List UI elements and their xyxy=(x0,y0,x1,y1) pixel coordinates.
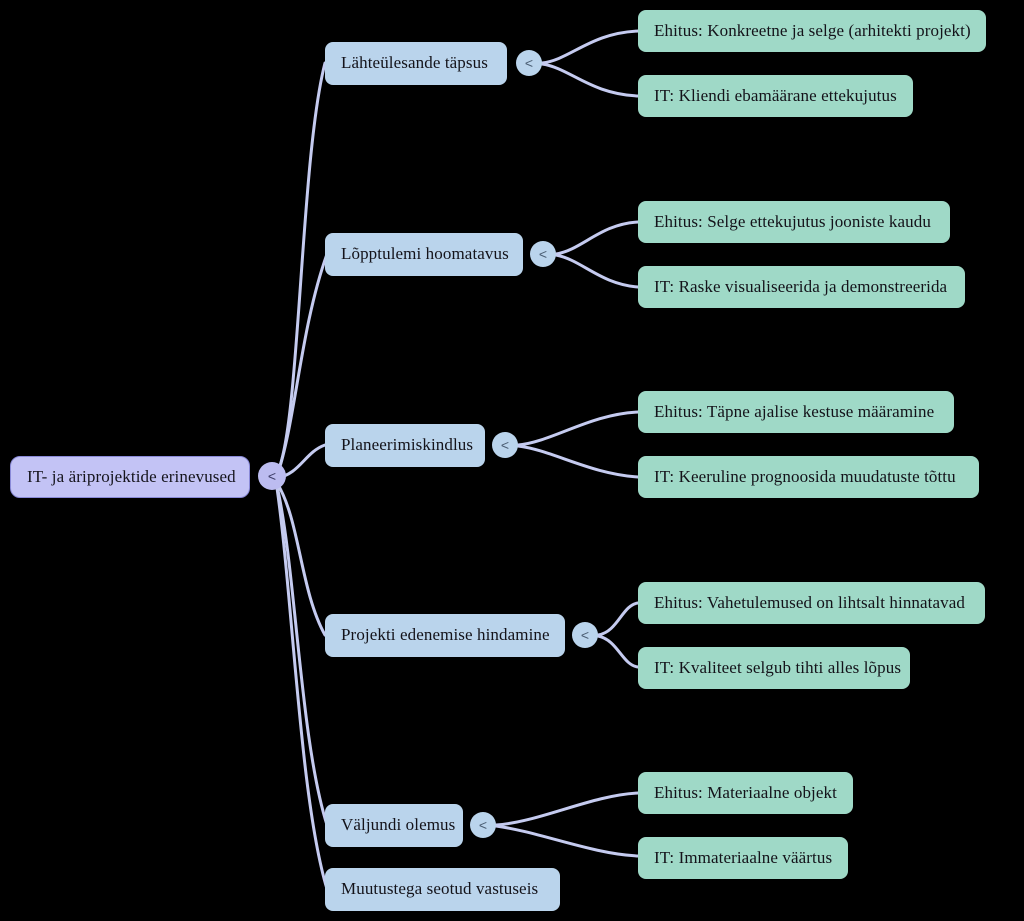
branch-node-4[interactable]: Projekti edenemise hindamine xyxy=(325,614,565,657)
leaf-node-4-1[interactable]: Ehitus: Vahetulemused on lihtsalt hinnat… xyxy=(638,582,985,624)
root-node-label: IT- ja äriprojektide erinevused xyxy=(27,466,236,486)
branch-4-connector[interactable]: < xyxy=(572,622,598,648)
leaf-node-4-2-label: IT: Kvaliteet selgub tihti alles lõpus xyxy=(654,657,902,677)
leaf-node-2-1[interactable]: Ehitus: Selge ettekujutus jooniste kaudu xyxy=(638,201,950,243)
edge-branch-2-leaf-1 xyxy=(554,220,640,256)
leaf-node-1-1-label: Ehitus: Konkreetne ja selge (arhitekti p… xyxy=(654,20,971,40)
branch-node-4-label: Projekti edenemise hindamine xyxy=(341,625,550,645)
branch-2-connector[interactable]: < xyxy=(530,241,556,267)
edge-root-to-branch-5 xyxy=(275,484,329,827)
chevron-left-icon: < xyxy=(580,627,590,643)
chevron-left-icon: < xyxy=(524,55,534,71)
branch-node-2-label: Lõpptulemi hoomatavus xyxy=(341,244,509,264)
branch-node-1-label: Lähteülesande täpsus xyxy=(341,53,488,73)
leaf-node-2-1-label: Ehitus: Selge ettekujutus jooniste kaudu xyxy=(654,211,931,231)
chevron-left-icon: < xyxy=(267,468,277,484)
edge-root-to-branch-2 xyxy=(275,252,329,478)
root-connector[interactable]: < xyxy=(258,462,286,490)
branch-node-5-label: Väljundi olemus xyxy=(341,815,456,835)
edge-branch-2-leaf-2 xyxy=(554,253,640,289)
branch-node-2[interactable]: Lõpptulemi hoomatavus xyxy=(325,233,523,276)
branch-5-connector[interactable]: < xyxy=(470,812,496,838)
branch-node-3-label: Planeerimiskindlus xyxy=(341,435,474,455)
edge-branch-5-leaf-1 xyxy=(494,791,640,827)
leaf-node-5-1-label: Ehitus: Materiaalne objekt xyxy=(654,782,837,802)
branch-node-6[interactable]: Muutustega seotud vastuseis xyxy=(325,868,560,911)
edge-branch-4-leaf-1 xyxy=(596,601,640,637)
leaf-node-3-1-label: Ehitus: Täpne ajalise kestuse määramine xyxy=(654,401,935,421)
leaf-node-1-1[interactable]: Ehitus: Konkreetne ja selge (arhitekti p… xyxy=(638,10,986,52)
edge-branch-5-leaf-2 xyxy=(494,824,640,858)
edge-root-to-branch-6 xyxy=(275,486,329,891)
chevron-left-icon: < xyxy=(538,246,548,262)
edge-root-to-branch-1 xyxy=(275,61,327,475)
edge-root-to-branch-4 xyxy=(275,481,327,637)
leaf-node-3-2[interactable]: IT: Keeruline prognoosida muudatuste tõt… xyxy=(638,456,979,498)
chevron-left-icon: < xyxy=(478,817,488,833)
branch-3-connector[interactable]: < xyxy=(492,432,518,458)
branch-node-6-label: Muutustega seotud vastuseis xyxy=(341,879,539,899)
edge-branch-1-leaf-2 xyxy=(540,62,640,98)
branch-node-3[interactable]: Planeerimiskindlus xyxy=(325,424,485,467)
leaf-node-1-2[interactable]: IT: Kliendi ebamäärane ettekujutus xyxy=(638,75,913,117)
branch-node-5[interactable]: Väljundi olemus xyxy=(325,804,463,847)
leaf-node-3-2-label: IT: Keeruline prognoosida muudatuste tõt… xyxy=(654,466,956,486)
leaf-node-2-2[interactable]: IT: Raske visualiseerida ja demonstreeri… xyxy=(638,266,965,308)
leaf-node-4-2[interactable]: IT: Kvaliteet selgub tihti alles lõpus xyxy=(638,647,910,689)
root-node[interactable]: IT- ja äriprojektide erinevused xyxy=(10,456,250,498)
leaf-node-1-2-label: IT: Kliendi ebamäärane ettekujutus xyxy=(654,85,897,105)
leaf-node-5-1[interactable]: Ehitus: Materiaalne objekt xyxy=(638,772,853,814)
branch-node-1[interactable]: Lähteülesande täpsus xyxy=(325,42,507,85)
leaf-node-4-1-label: Ehitus: Vahetulemused on lihtsalt hinnat… xyxy=(654,592,965,612)
edge-branch-1-leaf-1 xyxy=(540,29,640,65)
leaf-node-5-2[interactable]: IT: Immateriaalne väärtus xyxy=(638,837,848,879)
branch-1-connector[interactable]: < xyxy=(516,50,542,76)
edge-branch-3-leaf-2 xyxy=(516,444,640,479)
leaf-node-2-2-label: IT: Raske visualiseerida ja demonstreeri… xyxy=(654,276,948,296)
chevron-left-icon: < xyxy=(500,437,510,453)
leaf-node-3-1[interactable]: Ehitus: Täpne ajalise kestuse määramine xyxy=(638,391,954,433)
leaf-node-5-2-label: IT: Immateriaalne väärtus xyxy=(654,847,833,867)
edge-branch-3-leaf-1 xyxy=(516,410,640,447)
edge-branch-4-leaf-2 xyxy=(596,634,640,669)
